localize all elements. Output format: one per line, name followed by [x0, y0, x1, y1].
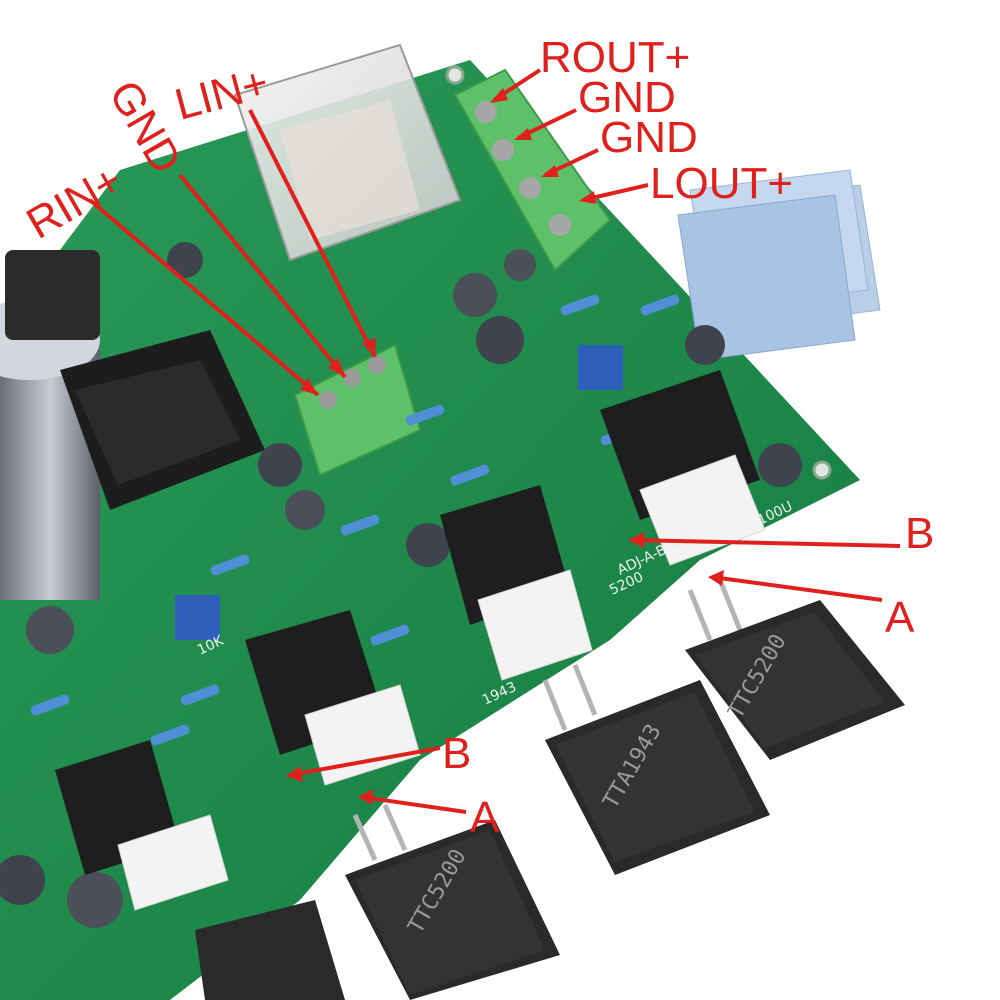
- trimmer-lower: [175, 595, 220, 640]
- output-transistor-3: TTC5200: [345, 803, 560, 1000]
- relay: [233, 43, 462, 262]
- heatsink-left: [60, 330, 265, 510]
- output-transistor-1: TTC5200: [685, 579, 905, 760]
- label-a-upper: A: [885, 593, 915, 642]
- small-capacitors: [0, 242, 802, 928]
- label-gnd-output-1: GND: [578, 73, 676, 122]
- label-gnd-output-2: GND: [600, 113, 698, 162]
- inductor-block: [5, 250, 100, 340]
- input-terminal: [293, 343, 422, 477]
- label-b-lower: B: [442, 729, 471, 778]
- trimmer-upper: [578, 345, 623, 390]
- label-rout: ROUT+: [540, 33, 690, 82]
- output-transistor-2: TTA1943: [542, 664, 770, 875]
- ceramic-resistors: [117, 454, 766, 911]
- label-lout: LOUT+: [650, 159, 793, 208]
- main-capacitor: [0, 300, 100, 600]
- thermal-pads: [677, 169, 881, 361]
- mounting-holes: [445, 65, 832, 480]
- output-transistor-4: [195, 900, 345, 1000]
- label-a-lower: A: [470, 793, 500, 842]
- output-terminal: [453, 68, 612, 272]
- label-b-upper: B: [905, 509, 934, 558]
